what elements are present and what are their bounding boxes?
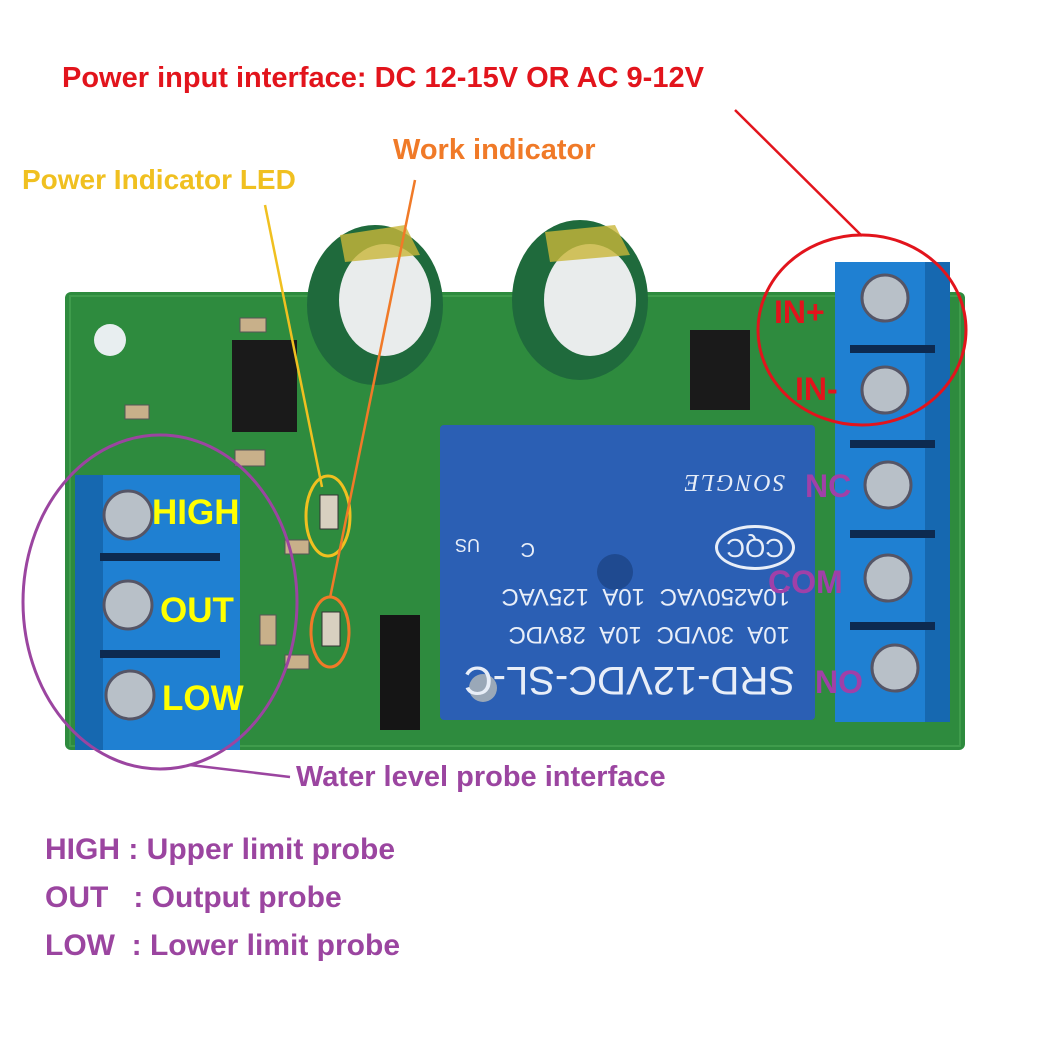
legend-item-high: HIGH : Upper limit probe [45,835,395,865]
terminal-label-out: OUT [160,591,234,630]
legend-item-out: OUT : Output probe [45,883,342,913]
legend-separator: : [120,833,147,866]
right-terminal-block [835,262,950,722]
ic-chip [232,340,297,432]
water-probe-label: Water level probe interface [296,761,666,793]
ul-mark-us: US [454,535,480,555]
ul-mark-c: C [520,538,535,560]
power-indicator-label: Power Indicator LED [22,164,296,195]
power-led-highlight [304,474,352,558]
relay-markings: SRD-12VDC-SL-C 10A 30VDC 10A 28VDC 10A25… [440,425,815,720]
relay-rating-ac: 10A250VAC 10A 125VAC [501,583,790,610]
relay-model: SRD-12VDC-SL-C [463,658,795,702]
legend-description: Output probe [151,881,342,914]
legend-key: HIGH [45,833,120,866]
probe-interface-pointer [189,763,291,779]
power-led [319,494,339,530]
legend-key: OUT [45,881,109,914]
legend-separator: : [114,929,150,962]
terminal-label-com: COM [768,564,843,600]
work-indicator-highlight [309,595,351,669]
terminal-label-high: HIGH [152,493,240,532]
relay-brand: SONGLE [682,469,785,495]
ic-chip [690,330,750,410]
transistor [380,615,420,730]
terminal-label-in-minus: IN- [795,371,838,407]
terminal-label-nc: NC [805,468,852,504]
legend-description: Upper limit probe [146,833,396,866]
capacitor [307,225,443,385]
terminal-label-no: NO [815,664,863,700]
mounting-hole [94,324,126,356]
work-indicator-pointer [328,179,417,599]
power-input-pointer [734,109,863,237]
terminal-label-low: LOW [162,679,244,718]
legend-separator: : [108,881,152,914]
work-led [321,611,341,647]
power-input-highlight [756,233,968,427]
terminal-label-in-plus: IN+ [774,294,825,330]
relay-rating-dc: 10A 30VDC 10A 28VDC [508,621,791,648]
work-indicator-label: Work indicator [393,134,596,166]
legend-key: LOW [45,929,115,962]
legend-item-low: LOW : Lower limit probe [45,931,400,961]
power-input-title: Power input interface: DC 12-15V OR AC 9… [62,62,704,94]
probe-interface-highlight [21,433,299,771]
power-led-pointer [263,204,324,488]
left-terminal-block [75,475,240,750]
capacitor [512,220,648,380]
legend-description: Lower limit probe [149,929,401,962]
